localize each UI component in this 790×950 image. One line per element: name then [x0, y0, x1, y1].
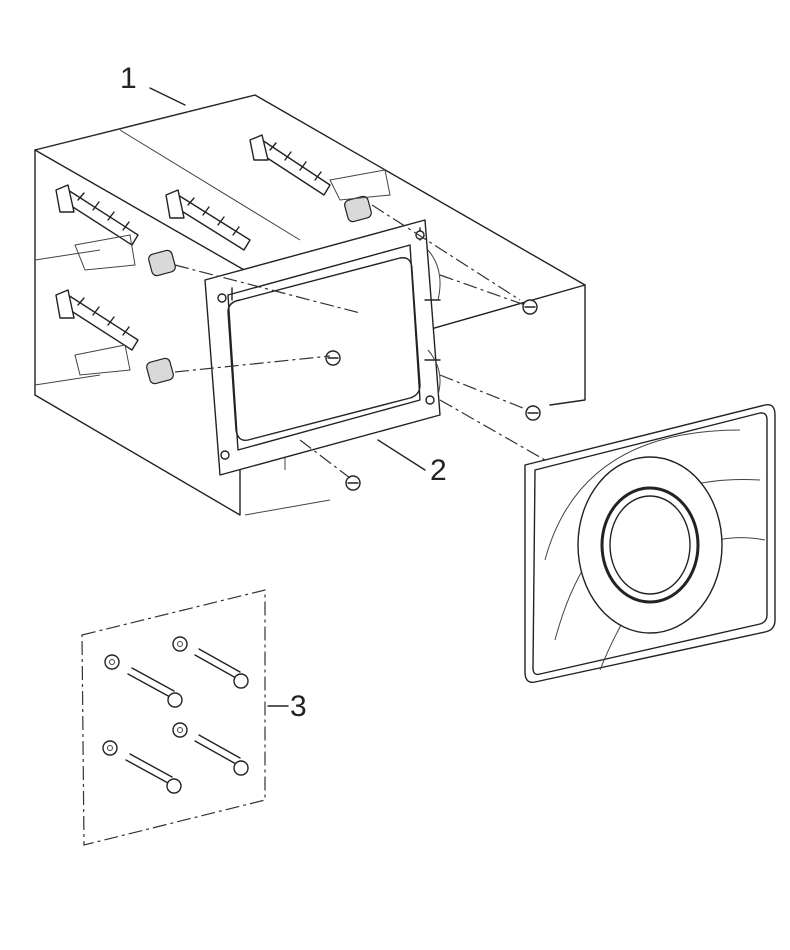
frame-screw-bottom-right	[525, 405, 541, 421]
callout-label-3: 3	[290, 690, 307, 723]
screw-2	[172, 636, 249, 689]
screw-1	[104, 654, 183, 708]
frame-screw-center	[325, 350, 341, 366]
cover-plate	[524, 404, 776, 683]
frame-screw-bottom	[345, 475, 361, 491]
anchor-bolt-lower-left	[55, 289, 174, 385]
mounting-frame	[204, 219, 441, 476]
callout-label-2: 2	[430, 454, 447, 487]
assembly-lines	[174, 204, 546, 479]
anchor-bolt-top	[249, 134, 372, 223]
callout-label-1: 1	[120, 62, 137, 95]
frame-screw-top-right	[522, 299, 538, 315]
screw-3	[102, 740, 182, 794]
notch-upper	[74, 234, 136, 271]
notch-top	[329, 169, 391, 201]
callout-3: 3	[267, 690, 307, 723]
anchor-bolt-upper-left	[55, 184, 176, 277]
callout-1: 1	[120, 62, 186, 106]
notch-lower	[74, 344, 131, 376]
screw-4	[172, 722, 249, 776]
screw-set-panel	[81, 589, 266, 846]
callout-2: 2	[377, 439, 447, 487]
